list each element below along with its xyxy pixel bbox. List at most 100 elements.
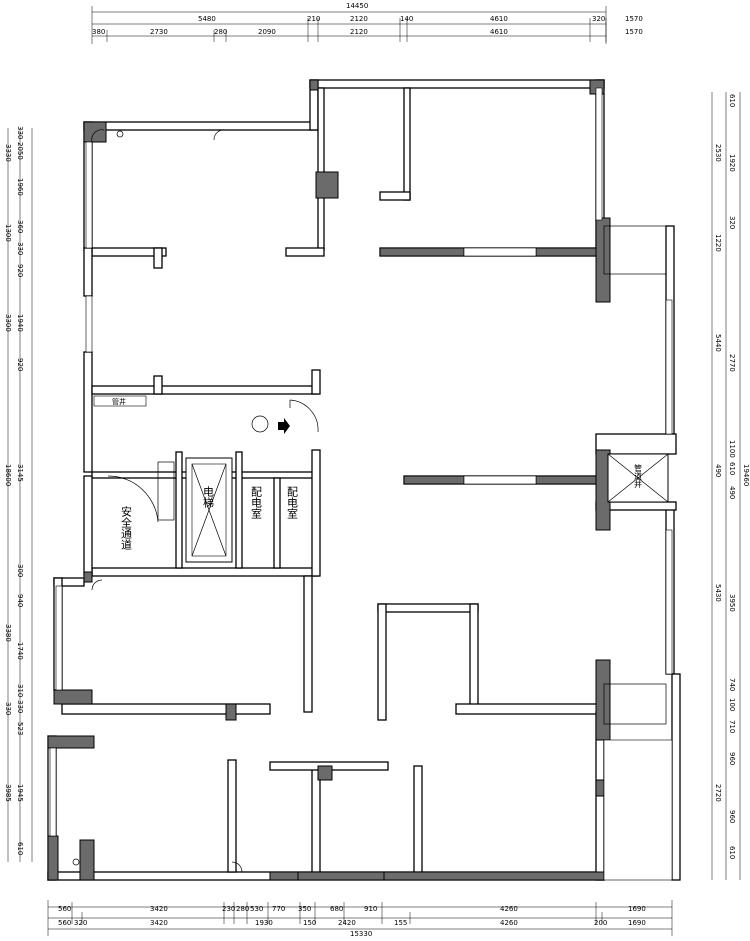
dim-top-r2-3: 2090 bbox=[258, 28, 276, 36]
dim-right-outer-1: 1220 bbox=[714, 234, 722, 252]
dim-bottom-r1-4: 530 bbox=[250, 905, 263, 913]
wall-lower-room-left bbox=[377, 603, 387, 721]
dim-bottom-r1-3: 280 bbox=[236, 905, 249, 913]
room-label-elevator: 电梯 bbox=[202, 486, 215, 509]
cabinet bbox=[93, 395, 147, 407]
columns bbox=[47, 79, 611, 881]
column bbox=[83, 571, 93, 583]
dimension-lines bbox=[7, 6, 741, 936]
door-swing bbox=[107, 475, 159, 523]
pipe-shaft bbox=[607, 453, 669, 503]
dim-bottom-r2-2: 3420 bbox=[150, 919, 168, 927]
wall-mid-split bbox=[61, 703, 271, 715]
dim-left-inner-7: 920 bbox=[16, 358, 24, 371]
dim-right-inner-2: 320 bbox=[728, 216, 736, 229]
dim-top-r2-6: 1570 bbox=[625, 28, 643, 36]
dim-left-inner-3: 360 bbox=[16, 220, 24, 233]
dim-left-total: 18600 bbox=[4, 464, 12, 486]
window bbox=[595, 87, 603, 221]
wall-row2-end bbox=[311, 369, 321, 395]
dim-right-inner-12: 960 bbox=[728, 810, 736, 823]
dim-bottom-r2-6: 155 bbox=[394, 919, 407, 927]
column bbox=[379, 247, 465, 257]
dim-bottom-r1-6: 350 bbox=[298, 905, 311, 913]
wall-core-bottom bbox=[91, 567, 319, 577]
dim-right-inner-1: 1920 bbox=[728, 154, 736, 172]
column bbox=[403, 475, 465, 485]
room-label-shaft: 管道井 bbox=[634, 463, 643, 489]
dim-right-inner-0: 610 bbox=[728, 94, 736, 107]
dim-bottom-r2-3: 1930 bbox=[255, 919, 273, 927]
dim-left-inner-13: 330 bbox=[16, 700, 24, 713]
stair-handrail bbox=[157, 461, 175, 521]
wall-tl-top bbox=[83, 121, 319, 131]
dim-bottom-r1-10: 1690 bbox=[628, 905, 646, 913]
wall-partition-top bbox=[403, 87, 411, 201]
dim-right-outer-5: 2720 bbox=[714, 784, 722, 802]
dim-right-outer-4: 5430 bbox=[714, 584, 722, 602]
window bbox=[463, 475, 537, 485]
wall-bottom-div-1 bbox=[227, 759, 237, 873]
dim-left-inner-4: 330 bbox=[16, 242, 24, 255]
column bbox=[595, 217, 611, 303]
window bbox=[55, 585, 63, 691]
dim-left-inner-14: 523 bbox=[16, 722, 24, 735]
dim-top-r2-0: 380 bbox=[92, 28, 105, 36]
window bbox=[603, 739, 673, 881]
column bbox=[47, 835, 59, 881]
elevator-shaft bbox=[185, 457, 233, 563]
dim-left-outer-2: 3300 bbox=[4, 314, 12, 332]
column bbox=[535, 247, 597, 257]
column bbox=[595, 779, 605, 797]
dim-top-r2-4: 2120 bbox=[350, 28, 368, 36]
dim-left-outer-3: 3380 bbox=[4, 624, 12, 642]
dim-right-inner-10: 710 bbox=[728, 720, 736, 733]
dim-top-r1-3: 140 bbox=[400, 15, 413, 23]
door-swing bbox=[91, 579, 103, 591]
dim-right-outer-3: 490 bbox=[714, 464, 722, 477]
dim-bottom-r2-0: 560 bbox=[58, 919, 71, 927]
dim-right-inner-7: 3950 bbox=[728, 594, 736, 612]
wall-lower-room-right bbox=[469, 603, 479, 709]
wall-bottom-div-2 bbox=[311, 765, 321, 873]
dim-right-inner-9: 100 bbox=[728, 698, 736, 711]
wall-row2-stub bbox=[153, 375, 163, 395]
dim-top-r1-1: 210 bbox=[307, 15, 320, 23]
balcony-frame-lower bbox=[603, 683, 667, 725]
wall-row2 bbox=[91, 385, 319, 395]
column bbox=[53, 689, 93, 705]
wall-core-lower-right bbox=[303, 575, 313, 713]
column bbox=[47, 735, 95, 749]
column bbox=[315, 171, 339, 199]
dim-right-inner-4: 1100 bbox=[728, 440, 736, 458]
wall-core-right bbox=[311, 449, 321, 577]
dimension-texts: 14450 5480 210 2120 140 4610 320 1570 38… bbox=[4, 2, 750, 938]
column bbox=[383, 871, 605, 881]
dim-left-inner-10: 940 bbox=[16, 594, 24, 607]
dim-bottom-r1-1: 3420 bbox=[150, 905, 168, 913]
column bbox=[297, 871, 385, 881]
dim-left-inner-9: 300 bbox=[16, 564, 24, 577]
column bbox=[79, 839, 95, 881]
wall-stair-right bbox=[175, 451, 183, 569]
wall-left-upper bbox=[83, 247, 93, 297]
window bbox=[463, 247, 537, 257]
dim-top-r1-0: 5480 bbox=[198, 15, 216, 23]
wall-elev-right bbox=[235, 451, 243, 569]
dim-top-r1-6: 1570 bbox=[625, 15, 643, 23]
wall-lower-room-top bbox=[377, 603, 479, 613]
wall-right-far-bottom bbox=[671, 673, 681, 881]
floor-drain-icon bbox=[116, 130, 124, 138]
dim-bottom-r1-8: 910 bbox=[364, 905, 377, 913]
fixtures bbox=[72, 130, 290, 866]
dim-top-r1-5: 320 bbox=[592, 15, 605, 23]
window bbox=[85, 141, 93, 249]
dim-left-inner-11: 1740 bbox=[16, 642, 24, 660]
dim-bottom-r2-8: 200 bbox=[594, 919, 607, 927]
dim-bottom-r1-5: 770 bbox=[272, 905, 285, 913]
column bbox=[225, 703, 237, 721]
doors bbox=[91, 129, 319, 873]
wall-power-divider bbox=[273, 477, 281, 569]
wall-partition-top-foot bbox=[379, 191, 411, 201]
